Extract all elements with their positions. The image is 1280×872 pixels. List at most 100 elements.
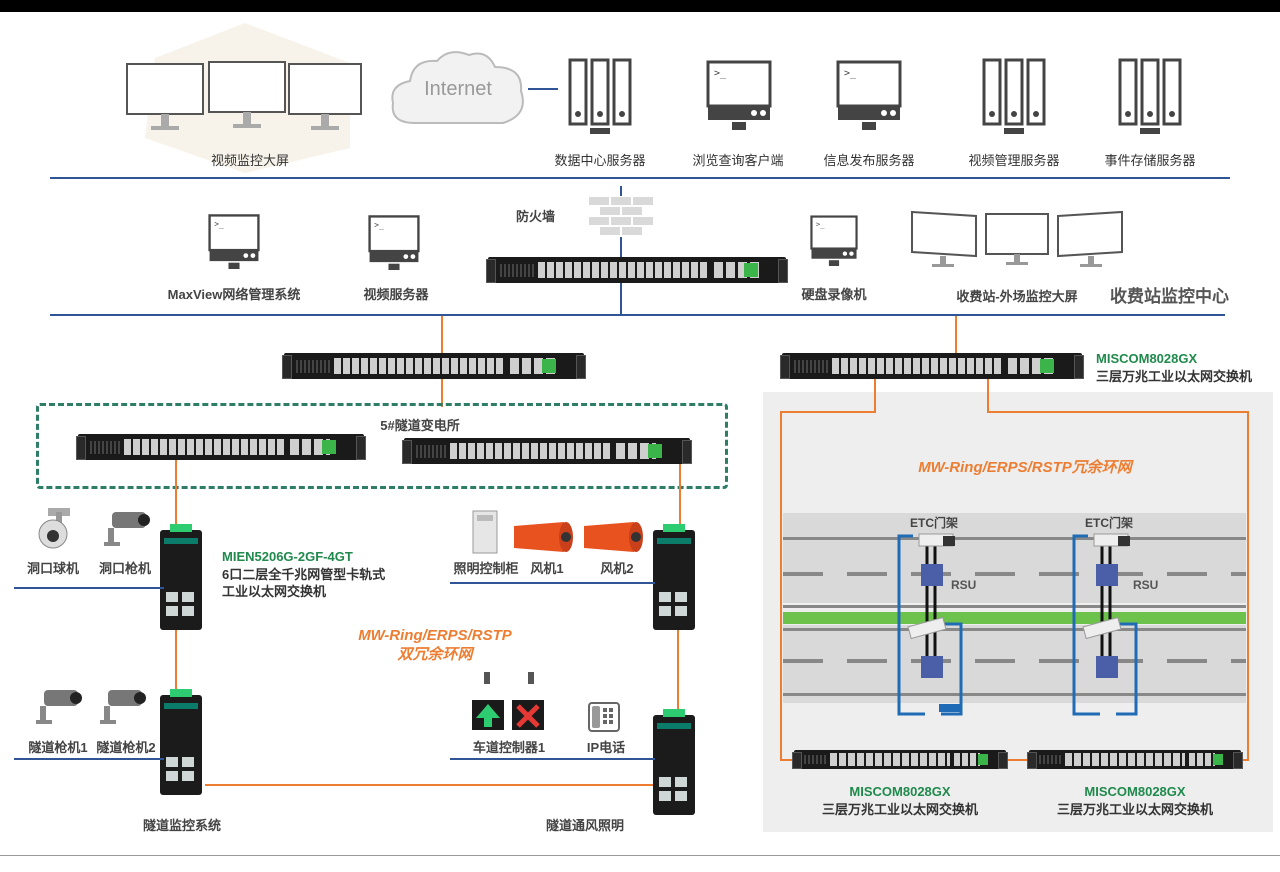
dome-camera-label: 洞口球机 bbox=[26, 561, 80, 576]
cloud-icon bbox=[385, 45, 530, 135]
firewall-icon bbox=[587, 195, 656, 245]
video-wall-label: 视频监控大屏 bbox=[210, 153, 290, 168]
etc-switch-1-desc: 三层万兆工业以太网交换机 bbox=[821, 802, 979, 817]
road-edge-mid bbox=[783, 605, 1246, 608]
server-label-1: 数据中心服务器 bbox=[554, 153, 646, 168]
dvr-terminal-icon: >_ bbox=[810, 212, 858, 277]
etc-ring-up-left bbox=[874, 379, 876, 413]
maxview-terminal-icon: >_ bbox=[208, 212, 260, 279]
firewall-link bbox=[620, 186, 622, 316]
lane-controller-label: 车道控制器1 bbox=[472, 740, 546, 755]
core-switch-right bbox=[780, 353, 1084, 379]
etc-ring-bottom-left bbox=[780, 759, 794, 761]
svg-text:>_: >_ bbox=[714, 68, 727, 79]
din-switch-3 bbox=[160, 689, 202, 795]
din-switch-1 bbox=[160, 524, 202, 630]
lane-dash-top bbox=[783, 572, 1246, 576]
server-label-4: 视频管理服务器 bbox=[968, 153, 1060, 168]
etc-switch-2-model: MISCOM8028GX bbox=[1084, 784, 1186, 799]
svg-text:>_: >_ bbox=[816, 220, 825, 229]
ring-left-v2 bbox=[175, 630, 177, 692]
top-network-line bbox=[50, 177, 1230, 179]
left-ring-title-2: 双冗余环网 bbox=[397, 646, 473, 663]
ring-bottom bbox=[205, 784, 655, 786]
cloud-link bbox=[528, 88, 558, 90]
center-network-line bbox=[50, 314, 1225, 316]
etc-ring-up-right bbox=[987, 379, 989, 413]
substation-link bbox=[441, 379, 443, 407]
cloud-label: Internet bbox=[424, 78, 492, 100]
server-icon bbox=[568, 58, 632, 141]
toll-monitor-screens-icon bbox=[910, 208, 1125, 275]
fan-2-icon bbox=[582, 520, 644, 559]
etc-switch-1-model: MISCOM8028GX bbox=[849, 784, 951, 799]
video-wall-illustration bbox=[125, 18, 365, 173]
ip-phone-icon bbox=[588, 702, 620, 737]
link-fans bbox=[450, 582, 655, 584]
road-bottom-band bbox=[783, 625, 1246, 703]
core-switch-desc: 三层万兆工业以太网交换机 bbox=[1096, 369, 1253, 384]
etc-gantry-2 bbox=[1070, 528, 1150, 723]
link-cams-bottom bbox=[14, 758, 164, 760]
firewall-rack-switch bbox=[486, 257, 788, 283]
event-storage-server-icon bbox=[1118, 58, 1182, 141]
substation-switch-1 bbox=[76, 434, 366, 460]
etc-gantry-1-label: ETC门架 bbox=[910, 516, 959, 530]
din-switch-desc-2: 工业以太网交换机 bbox=[222, 584, 327, 599]
center-title: 收费站监控中心 bbox=[1110, 287, 1229, 306]
etc-ring-left bbox=[780, 411, 782, 760]
fan-1-label: 风机1 bbox=[530, 561, 564, 576]
road-median bbox=[783, 612, 1246, 624]
client-terminal-icon: >_ bbox=[706, 60, 772, 139]
maxview-label: MaxView网络管理系统 bbox=[167, 287, 301, 302]
etc-ring-top-left bbox=[780, 411, 876, 413]
right-ring-title: MW-Ring/ERPS/RSTP冗余环网 bbox=[918, 459, 1132, 476]
tunnel-camera-1-icon bbox=[36, 686, 84, 731]
right-uplink bbox=[955, 316, 957, 354]
left-uplink bbox=[441, 316, 443, 354]
etc-switch-2-desc: 三层万兆工业以太网交换机 bbox=[1056, 802, 1214, 817]
gun-camera-icon bbox=[104, 508, 152, 553]
substation-box bbox=[36, 403, 728, 489]
dvr-label: 硬盘录像机 bbox=[801, 287, 867, 302]
lane-controller-icon bbox=[472, 672, 548, 737]
ring-right-v2 bbox=[677, 628, 679, 712]
server-label-2: 浏览查询客户端 bbox=[692, 153, 784, 168]
link-cams-top bbox=[14, 587, 164, 589]
din-switch-desc-1: 6口二层全千兆网管型卡轨式 bbox=[222, 567, 386, 582]
rsu-1-label: RSU bbox=[951, 578, 977, 592]
etc-ring-right bbox=[1247, 411, 1249, 760]
din-switch-model: MIEN5206G-2GF-4GT bbox=[222, 549, 353, 564]
etc-gantry-1 bbox=[895, 528, 975, 723]
ring-left-v1 bbox=[175, 460, 177, 528]
server-label-5: 事件存储服务器 bbox=[1104, 153, 1196, 168]
firewall-label: 防火墙 bbox=[516, 209, 556, 224]
road-edge-bottom bbox=[783, 693, 1246, 696]
toll-screen-label: 收费站-外场监控大屏 bbox=[956, 289, 1078, 304]
top-bar bbox=[0, 0, 1280, 12]
svg-text:>_: >_ bbox=[844, 68, 857, 79]
bottom-bar bbox=[0, 855, 1280, 872]
gun-camera-label: 洞口枪机 bbox=[98, 561, 152, 576]
road-edge-low bbox=[783, 628, 1246, 631]
road-edge-top bbox=[783, 537, 1246, 540]
tunnel-vent-label: 隧道通风照明 bbox=[545, 818, 625, 833]
video-server-terminal-icon: >_ bbox=[368, 214, 420, 279]
din-switch-4 bbox=[653, 709, 695, 815]
tunnel-camera-2-label: 隧道枪机2 bbox=[96, 740, 156, 755]
etc-gantry-2-label: ETC门架 bbox=[1085, 516, 1134, 530]
rsu-2-label: RSU bbox=[1133, 578, 1159, 592]
substation-switch-2 bbox=[402, 438, 692, 464]
link-lane bbox=[450, 758, 655, 760]
video-mgmt-server-icon bbox=[982, 58, 1046, 141]
etc-ring-bottom-right bbox=[1240, 759, 1249, 761]
din-switch-2 bbox=[653, 524, 695, 630]
road-top-band bbox=[783, 513, 1246, 603]
dome-camera-icon bbox=[34, 508, 72, 557]
info-server-terminal-icon: >_ bbox=[836, 60, 902, 139]
tunnel-camera-2-icon bbox=[100, 686, 148, 731]
etc-switch-2 bbox=[1027, 750, 1243, 769]
svg-text:>_: >_ bbox=[214, 219, 224, 228]
server-label-3: 信息发布服务器 bbox=[823, 153, 915, 168]
core-switch-left bbox=[282, 353, 586, 379]
